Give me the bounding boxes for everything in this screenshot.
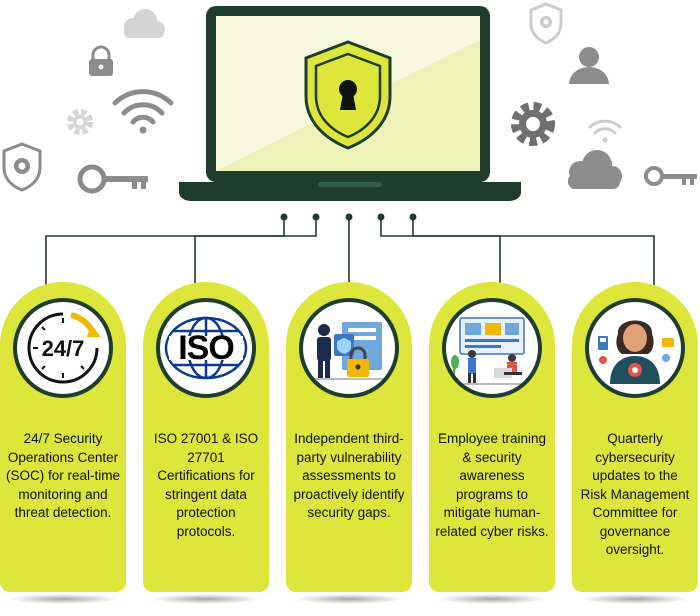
key-icon	[77, 164, 148, 194]
iso-text: ISO	[178, 329, 234, 367]
shield-gear-icon	[2, 142, 42, 192]
card-icon-circle	[442, 298, 542, 398]
card-assessment: Independent third-party vulnerability as…	[286, 282, 412, 592]
cloud-icon	[568, 150, 622, 189]
card-description: 24/7 Security Operations Center (SOC) fo…	[6, 431, 121, 520]
card-description: Independent third-party vulnerability as…	[293, 431, 405, 520]
wifi-icon	[112, 89, 174, 134]
iso-logo-icon: ISO	[164, 316, 248, 380]
card-icon-circle	[585, 298, 685, 398]
key-icon	[644, 166, 697, 186]
wifi-icon	[588, 119, 622, 143]
clock-badge-text: 24/7	[42, 336, 85, 361]
user-icon	[569, 47, 609, 84]
cloud-icon	[124, 9, 165, 38]
card-icon-circle: 24/7	[13, 298, 113, 398]
shield-keyhole-icon	[304, 40, 392, 150]
gear-icon	[511, 102, 555, 146]
card-shadow	[151, 594, 261, 604]
card-icon-circle	[299, 298, 399, 398]
card-shadow	[294, 594, 404, 604]
card-description: Quarterly cybersecurity updates to the R…	[580, 431, 690, 557]
cybersecurity-update-illustration	[598, 320, 674, 384]
gear-icon	[67, 109, 93, 135]
card-shadow	[437, 594, 547, 604]
card-icon-circle: ISO	[156, 298, 256, 398]
laptop	[179, 6, 521, 201]
security-assessment-illustration	[312, 322, 386, 380]
card-training: Employee training & security awareness p…	[429, 282, 555, 592]
shield-gear-icon	[529, 2, 563, 45]
connector-lines	[45, 213, 655, 305]
clock-24-7-icon: 24/7	[27, 312, 101, 384]
card-description: ISO 27001 & ISO 27701 Certifications for…	[153, 431, 259, 539]
background-icons	[2, 2, 697, 194]
padlock-icon	[89, 45, 113, 76]
card-description: Employee training & security awareness p…	[435, 431, 549, 539]
card-shadow	[8, 594, 118, 604]
training-illustration	[451, 317, 532, 385]
card-risk-committee: Quarterly cybersecurity updates to the R…	[572, 282, 698, 592]
card-soc: 24/7 24/7 Security Operations Center (SO…	[0, 282, 126, 592]
card-shadow	[580, 594, 690, 604]
card-iso: ISO ISO 27001 & ISO 27701 Certifications…	[143, 282, 269, 592]
